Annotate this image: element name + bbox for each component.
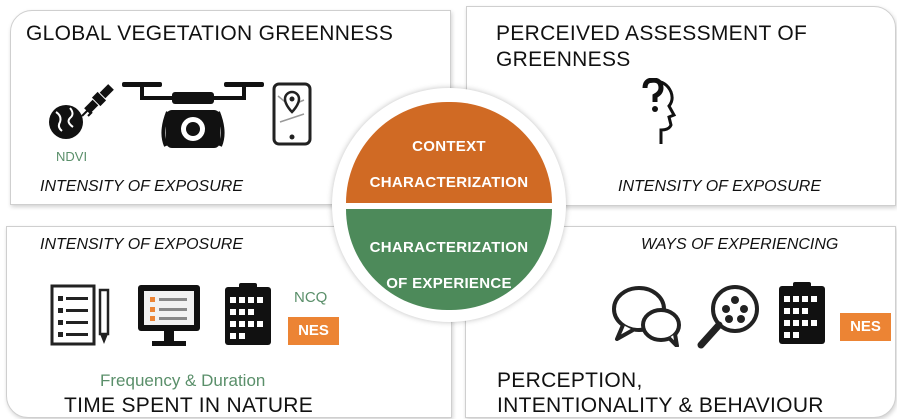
top-right-caption: INTENSITY OF EXPOSURE — [618, 178, 822, 195]
bottom-left-caption: INTENSITY OF EXPOSURE — [40, 236, 244, 253]
panel-title-perceived-line1: PERCEIVED ASSESSMENT OF — [496, 22, 808, 45]
head-question-icon — [642, 78, 677, 144]
rating-checklist-icon — [779, 282, 825, 344]
nes-badge-right: NES — [840, 313, 891, 341]
panel-title-perceived-line2: GREENNESS — [496, 48, 631, 71]
drone-camera-icon — [122, 82, 264, 148]
experience-label-line2: OF EXPERIENCE — [386, 275, 512, 292]
frequency-duration-label: Frequency & Duration — [100, 371, 266, 390]
context-label-line1: CONTEXT — [412, 138, 486, 155]
top-left-caption: INTENSITY OF EXPOSURE — [40, 178, 244, 195]
experience-label-line1: CHARACTERIZATION — [369, 239, 529, 256]
ndvi-label: NDVI — [56, 149, 88, 164]
speech-bubbles-icon — [612, 286, 681, 347]
satellite-icon — [81, 84, 114, 117]
magnifier-people-icon — [697, 285, 759, 349]
panel-title-global-vegetation: GLOBAL VEGETATION GREENNESS — [26, 22, 394, 45]
nes-badge-left: NES — [288, 317, 339, 345]
questionnaire-pen-icon — [50, 284, 110, 346]
ncq-label: NCQ — [294, 289, 328, 306]
panel-title-perception-line1: PERCEPTION, — [497, 369, 643, 392]
panel-title-perception-line2: INTENTIONALITY & BEHAVIOUR — [497, 394, 824, 417]
context-label-line2: CHARACTERIZATION — [369, 174, 529, 191]
panel-title-time-spent: TIME SPENT IN NATURE — [64, 394, 314, 417]
rating-checklist-icon — [225, 283, 271, 345]
computer-survey-icon — [138, 285, 200, 346]
smartphone-map-icon — [272, 82, 312, 146]
bottom-right-caption: WAYS OF EXPERIENCING — [641, 236, 839, 253]
globe-icon — [49, 105, 83, 139]
